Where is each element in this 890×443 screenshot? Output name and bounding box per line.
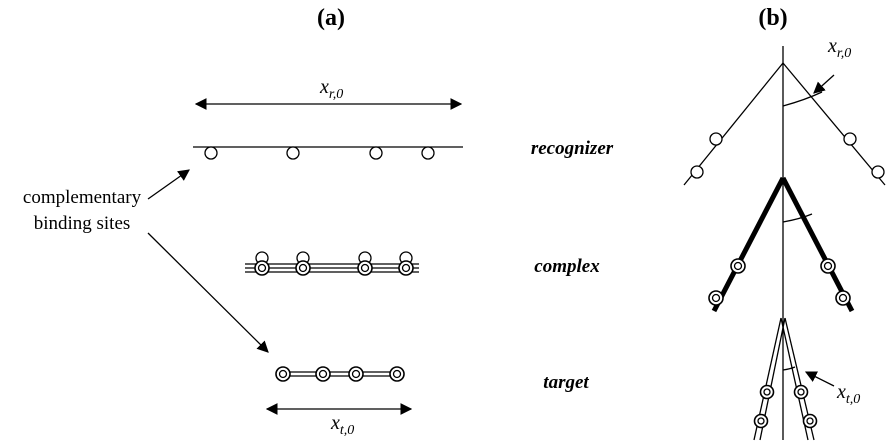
svg-text:xr,0: xr,0	[319, 76, 343, 102]
complementary-label-line2: binding sites	[34, 213, 131, 234]
x-r0-dimension: xr,0	[194, 76, 463, 110]
complex-strand-a	[245, 251, 419, 276]
recognizer-strand-a	[193, 146, 463, 160]
label-recognizer: recognizer	[531, 138, 614, 159]
x-r0-b-base: x	[827, 35, 837, 57]
target-v-b	[753, 317, 818, 441]
x-r0-b-sub: r,0	[837, 46, 851, 61]
svg-text:xr,0: xr,0	[827, 35, 851, 61]
x-r0-base: x	[319, 76, 329, 98]
svg-text:xt,0: xt,0	[330, 412, 354, 438]
arrow-to-target	[147, 232, 269, 353]
recognizer-v-b	[683, 62, 886, 186]
complementary-label-line1: complementary	[23, 187, 142, 208]
x-t0-b-base: x	[836, 381, 846, 403]
x-t0-b-sub: t,0	[846, 392, 860, 407]
panel-a-label: (a)	[317, 5, 345, 31]
label-complex: complex	[534, 256, 600, 277]
x-t0-annotation-b: xt,0	[804, 371, 860, 407]
panel-b-label: (b)	[758, 5, 787, 31]
target-angle-arc	[782, 366, 796, 371]
label-target: target	[543, 372, 589, 393]
complex-angle-arc	[782, 213, 813, 223]
recognizer-angle-arc	[782, 91, 823, 107]
x-r0-sub: r,0	[329, 87, 343, 102]
x-t0-dimension: xt,0	[265, 403, 413, 438]
svg-text:xt,0: xt,0	[836, 381, 860, 407]
target-strand-a	[275, 366, 405, 382]
x-r0-annotation-b: xr,0	[813, 35, 851, 94]
x-t0-base: x	[330, 412, 340, 434]
complex-v-b	[708, 176, 855, 313]
x-t0-sub: t,0	[340, 423, 354, 438]
arrow-to-recognizer	[147, 169, 190, 200]
